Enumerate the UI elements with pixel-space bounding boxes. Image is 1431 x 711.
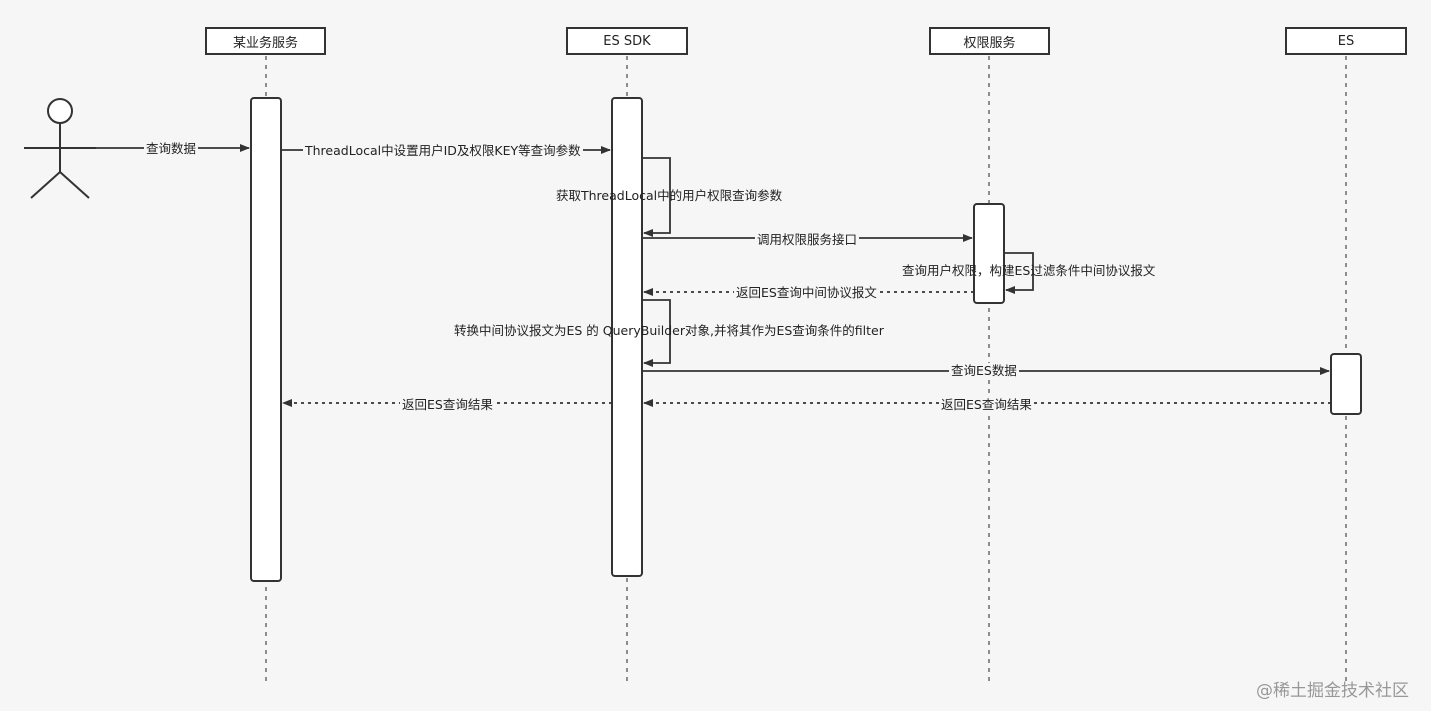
label-return-es-to-sdk: 返回ES查询结果 — [939, 397, 1034, 413]
label-call-auth: 调用权限服务接口 — [755, 232, 860, 248]
watermark: @稀土掘金技术社区 — [1256, 681, 1409, 701]
label-query-data: 查询数据 — [144, 141, 199, 157]
activation-auth — [973, 203, 1005, 304]
arrow-self-build-filter — [1004, 252, 1034, 294]
arrow-self-get-threadlocal — [642, 157, 671, 237]
participant-auth: 权限服务 — [929, 27, 1050, 55]
arrow-self-convert — [642, 299, 671, 367]
participant-sdk: ES SDK — [566, 27, 688, 55]
activation-es — [1330, 353, 1362, 415]
label-convert: 转换中间协议报文为ES 的 QueryBuilder对象,并将其作为ES查询条件… — [454, 323, 884, 338]
label-return-sdk-to-business: 返回ES查询结果 — [400, 397, 495, 413]
label-get-threadlocal: 获取ThreadLocal中的用户权限查询参数 — [556, 188, 783, 203]
label-return-protocol: 返回ES查询中间协议报文 — [734, 285, 879, 301]
activation-business — [250, 97, 282, 582]
participant-es: ES — [1285, 27, 1407, 55]
actor-user-icon — [24, 98, 96, 199]
label-set-threadlocal: ThreadLocal中设置用户ID及权限KEY等查询参数 — [303, 143, 583, 159]
participant-business: 某业务服务 — [205, 27, 326, 55]
label-build-filter: 查询用户权限，构建ES过滤条件中间协议报文 — [902, 263, 1156, 278]
label-query-es: 查询ES数据 — [949, 363, 1019, 379]
activation-sdk — [611, 97, 643, 577]
